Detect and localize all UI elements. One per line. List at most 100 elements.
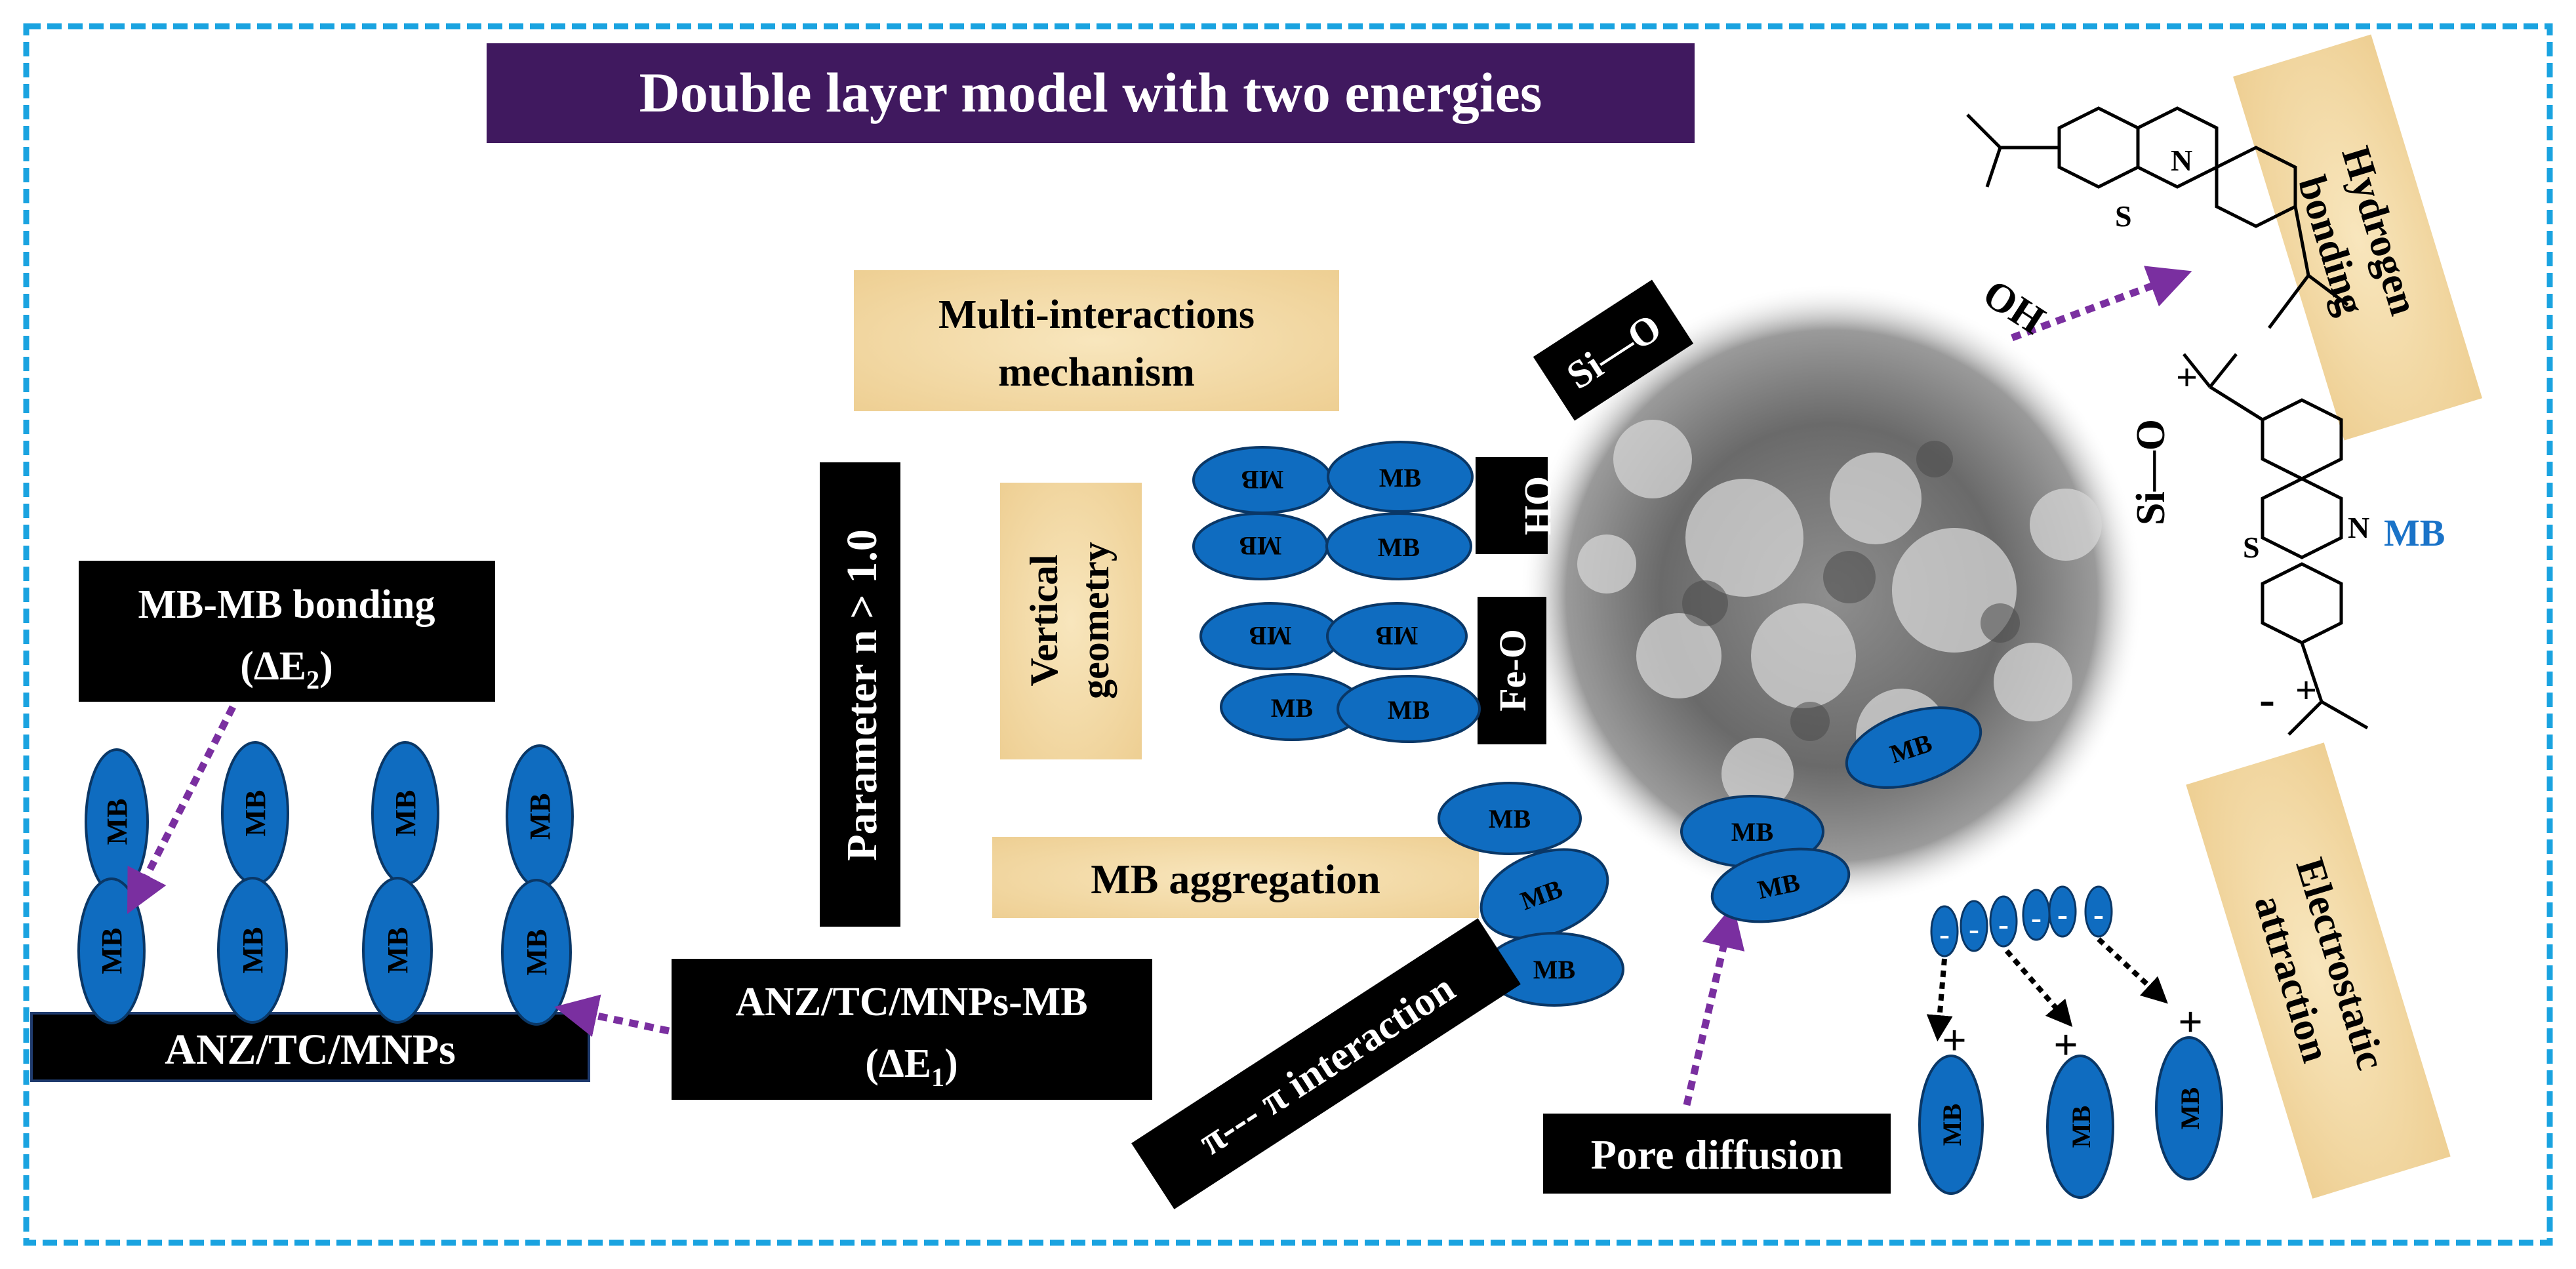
mb-molecule: MB: [362, 877, 433, 1024]
svg-text:MB: MB: [1731, 817, 1773, 847]
vertical-geometry-line1: Vertical: [1022, 554, 1066, 686]
svg-text:-: -: [1998, 907, 2009, 942]
si-o-minus-label: Si—O: [2129, 419, 2173, 525]
svg-text:MB: MB: [101, 799, 133, 845]
vertical-geometry-line2: geometry: [1074, 542, 1117, 699]
svg-text:MB: MB: [1533, 955, 1575, 984]
mb-mb-bonding-line1: MB-MB bonding: [138, 582, 435, 627]
svg-text:MB: MB: [1249, 621, 1291, 651]
electrostatic-attraction-box: Electrostatic attraction: [2186, 742, 2451, 1199]
arrow-anz-mb: [554, 994, 670, 1037]
svg-text:MB: MB: [1239, 531, 1281, 561]
mb-molecule: MB: [1710, 847, 1851, 923]
fe-o-label: Fe-O: [1491, 629, 1534, 712]
mb-molecule: MB: [1327, 441, 1474, 513]
negative-charge: -: [1989, 895, 2018, 948]
plus-sign-right-bottom: +: [2295, 669, 2317, 712]
mb-molecule: MB: [77, 877, 146, 1024]
arrow-electrostatic-1: [1926, 958, 1953, 1041]
svg-text:-: -: [2057, 897, 2068, 932]
pore-diffusion-label: Pore diffusion: [1591, 1131, 1843, 1178]
svg-text:MB: MB: [1241, 465, 1283, 494]
negative-charges: - - - - - -: [1930, 885, 2113, 957]
mb-molecule: MB: [1192, 512, 1329, 580]
mb-aggregation-box: MB aggregation: [992, 837, 1479, 918]
mb-mb-bonding-box: MB-MB bonding (ΔE2): [79, 561, 495, 702]
vertical-geometry-box: Vertical geometry: [1000, 483, 1142, 759]
arrow-electrostatic-3: [2097, 937, 2168, 1004]
parameter-n-box: Parameter n > 1.0: [820, 462, 900, 927]
mb-structure-top: [1966, 106, 2349, 329]
pi-interaction-box: π--- π interaction: [1131, 918, 1521, 1209]
mb-right-n-atom: N: [2348, 511, 2369, 544]
mb-molecule: MB: [1918, 1055, 1984, 1195]
mb-right-s-atom: S: [2243, 531, 2260, 564]
svg-text:MB: MB: [1937, 1104, 1967, 1146]
outer-border: [23, 23, 2553, 1246]
mb-molecule: MB: [501, 879, 572, 1026]
svg-text:MB: MB: [1271, 693, 1313, 723]
title-text: Double layer model with two energies: [639, 61, 1542, 124]
anz-substrate-label: ANZ/TC/MNPs: [165, 1026, 456, 1074]
mb-top-n-atom: N: [2171, 144, 2192, 177]
mb-molecule: MB: [1326, 602, 1468, 670]
plus-sign-right-top: +: [2176, 356, 2198, 399]
arrow-electrostatic-2: [2004, 949, 2073, 1028]
mb-molecule: MB: [1199, 602, 1341, 670]
mb-aggregation-cluster: MB MB MB: [1438, 782, 1624, 1007]
minus-sign-right: -: [2259, 673, 2275, 725]
mb-molecule: MB: [1438, 782, 1582, 855]
mb-molecule: MB: [2155, 1036, 2223, 1180]
hydrogen-bonding-box: Hydrogen bonding: [2233, 34, 2482, 441]
negative-charge: -: [2048, 885, 2077, 938]
mb-vertical-stacks: MB MB MB MB MB MB MB MB: [77, 741, 574, 1026]
mb-molecule: MB: [2046, 1055, 2114, 1199]
negative-charge: -: [2084, 885, 2113, 938]
svg-text:-: -: [1969, 912, 1979, 946]
mb-pore-molecules: MB MB MB: [1680, 706, 1982, 923]
anz-mb-line2: (ΔE1): [865, 1041, 958, 1092]
anz-mb-box: ANZ/TC/MNPs-MB (ΔE1): [672, 959, 1152, 1100]
arrow-mb-mb-bonding: [127, 705, 236, 914]
negative-charge: -: [1930, 905, 1959, 957]
svg-text:-: -: [2093, 897, 2104, 932]
oh-box-label: OH: [1517, 476, 1560, 535]
anz-substrate-bar: ANZ/TC/MNPs: [30, 1012, 590, 1082]
mb-horizontal-stacks: MB MB MB MB MB MB MB MB: [1192, 441, 1481, 743]
svg-text:MB: MB: [1376, 621, 1418, 651]
mb-molecule: MB: [85, 748, 149, 895]
mb-molecule: MB: [1845, 706, 1982, 789]
arrow-pore-diffusion: [1683, 904, 1745, 1106]
mb-top-s-atom: S: [2115, 199, 2132, 233]
parameter-n-label: Parameter n > 1.0: [838, 529, 886, 861]
negative-charge: -: [2022, 889, 2051, 941]
mb-molecule: MB: [1192, 446, 1333, 514]
pore-diffusion-box: Pore diffusion: [1543, 1114, 1891, 1194]
mb-aggregation-label: MB aggregation: [1091, 856, 1380, 902]
svg-text:MB: MB: [96, 928, 128, 975]
mb-molecule: MB: [217, 877, 288, 1024]
svg-text:MB: MB: [1379, 463, 1421, 493]
pi-interaction-label: π--- π interaction: [1191, 966, 1463, 1164]
mb-mb-bonding-line2: (ΔE2): [240, 644, 333, 695]
mb-molecule: MB: [1337, 675, 1481, 743]
mb-blue-label: MB: [2384, 512, 2445, 554]
svg-text:MB: MB: [382, 927, 414, 974]
svg-text:MB: MB: [1388, 695, 1430, 725]
negative-charge: -: [1960, 900, 1988, 952]
mb-molecule: MB: [1325, 512, 1472, 580]
svg-text:MB: MB: [390, 790, 422, 837]
multi-interactions-line2: mechanism: [998, 350, 1195, 395]
svg-text:MB: MB: [521, 929, 553, 976]
svg-text:MB: MB: [1489, 804, 1531, 834]
mb-molecule: MB: [221, 741, 289, 885]
multi-interactions-line1: Multi-interactions: [938, 292, 1255, 337]
fe-o-box: Fe-O: [1478, 597, 1546, 744]
svg-text:MB: MB: [2175, 1087, 2205, 1129]
mb-molecule: MB: [1484, 932, 1624, 1007]
title-banner: Double layer model with two energies: [487, 43, 1695, 143]
svg-text:-: -: [2031, 900, 2042, 935]
anz-mb-line1: ANZ/TC/MNPs-MB: [735, 980, 1087, 1024]
multi-interactions-box: Multi-interactions mechanism: [854, 270, 1339, 411]
